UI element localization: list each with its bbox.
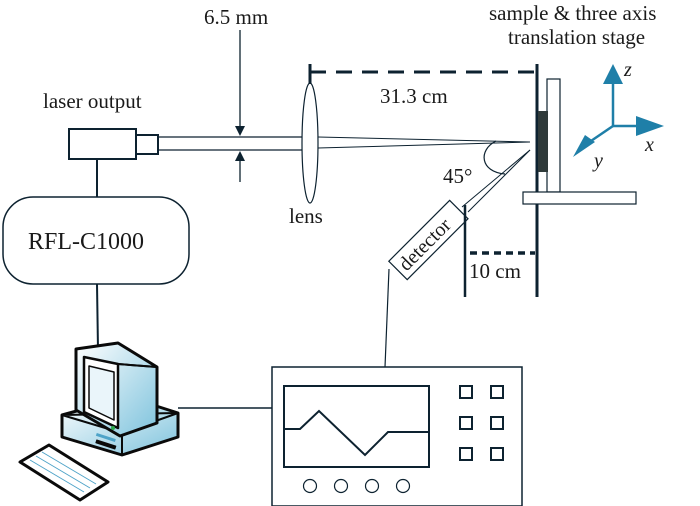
translation-stage xyxy=(522,78,637,205)
detector-cable xyxy=(384,268,390,368)
laser-output-label: laser output xyxy=(43,89,142,113)
scope-button[interactable] xyxy=(459,385,473,399)
axis-y-label: y xyxy=(592,150,603,172)
scope-button[interactable] xyxy=(490,416,504,430)
knob[interactable] xyxy=(364,478,380,494)
stage-label-line1: sample & three axis xyxy=(489,1,656,25)
angle-arc xyxy=(483,140,506,175)
reflected-beam xyxy=(461,149,531,213)
scope-button[interactable] xyxy=(490,385,504,399)
z-arrow-icon xyxy=(603,64,623,84)
detector-label: detector xyxy=(394,214,455,275)
laser-beam xyxy=(158,136,304,151)
axis-x-label: x xyxy=(644,134,654,156)
detector: detector xyxy=(387,199,469,281)
knob[interactable] xyxy=(333,478,349,494)
axis-z-label: z xyxy=(623,59,632,81)
scope-button[interactable] xyxy=(490,447,504,461)
angle-label: 45° xyxy=(443,164,472,188)
oscilloscope xyxy=(271,366,523,506)
oscilloscope-knobs xyxy=(302,478,411,494)
axis-gizmo xyxy=(573,64,664,157)
oscilloscope-buttons xyxy=(459,385,504,461)
beam-diameter-label: 6.5 mm xyxy=(204,5,268,29)
sample xyxy=(538,111,548,172)
beam-diameter-marker xyxy=(235,30,245,182)
focused-beam xyxy=(317,136,531,149)
oscilloscope-screen xyxy=(283,385,430,468)
detector-distance-label: 10 cm xyxy=(469,259,521,283)
knob[interactable] xyxy=(302,478,318,494)
y-arrow-icon xyxy=(573,135,595,157)
stage-label-line2: translation stage xyxy=(508,25,645,49)
waveform xyxy=(284,409,429,457)
lens xyxy=(301,82,319,204)
computer-icon xyxy=(18,341,180,502)
arrow-up-icon xyxy=(235,151,245,161)
laser-head xyxy=(68,128,159,160)
controller-cable xyxy=(96,283,99,351)
x-arrow-icon xyxy=(636,116,664,136)
scope-button[interactable] xyxy=(459,447,473,461)
controller-box xyxy=(2,196,190,285)
knob[interactable] xyxy=(395,478,411,494)
focal-distance-marker xyxy=(308,64,535,84)
lens-label: lens xyxy=(289,204,323,228)
scope-button[interactable] xyxy=(459,416,473,430)
focal-distance-label: 31.3 cm xyxy=(380,84,448,108)
arrow-down-icon xyxy=(235,126,245,136)
controller-label: RFL-C1000 xyxy=(28,229,144,255)
detector-distance-marker xyxy=(463,205,535,297)
